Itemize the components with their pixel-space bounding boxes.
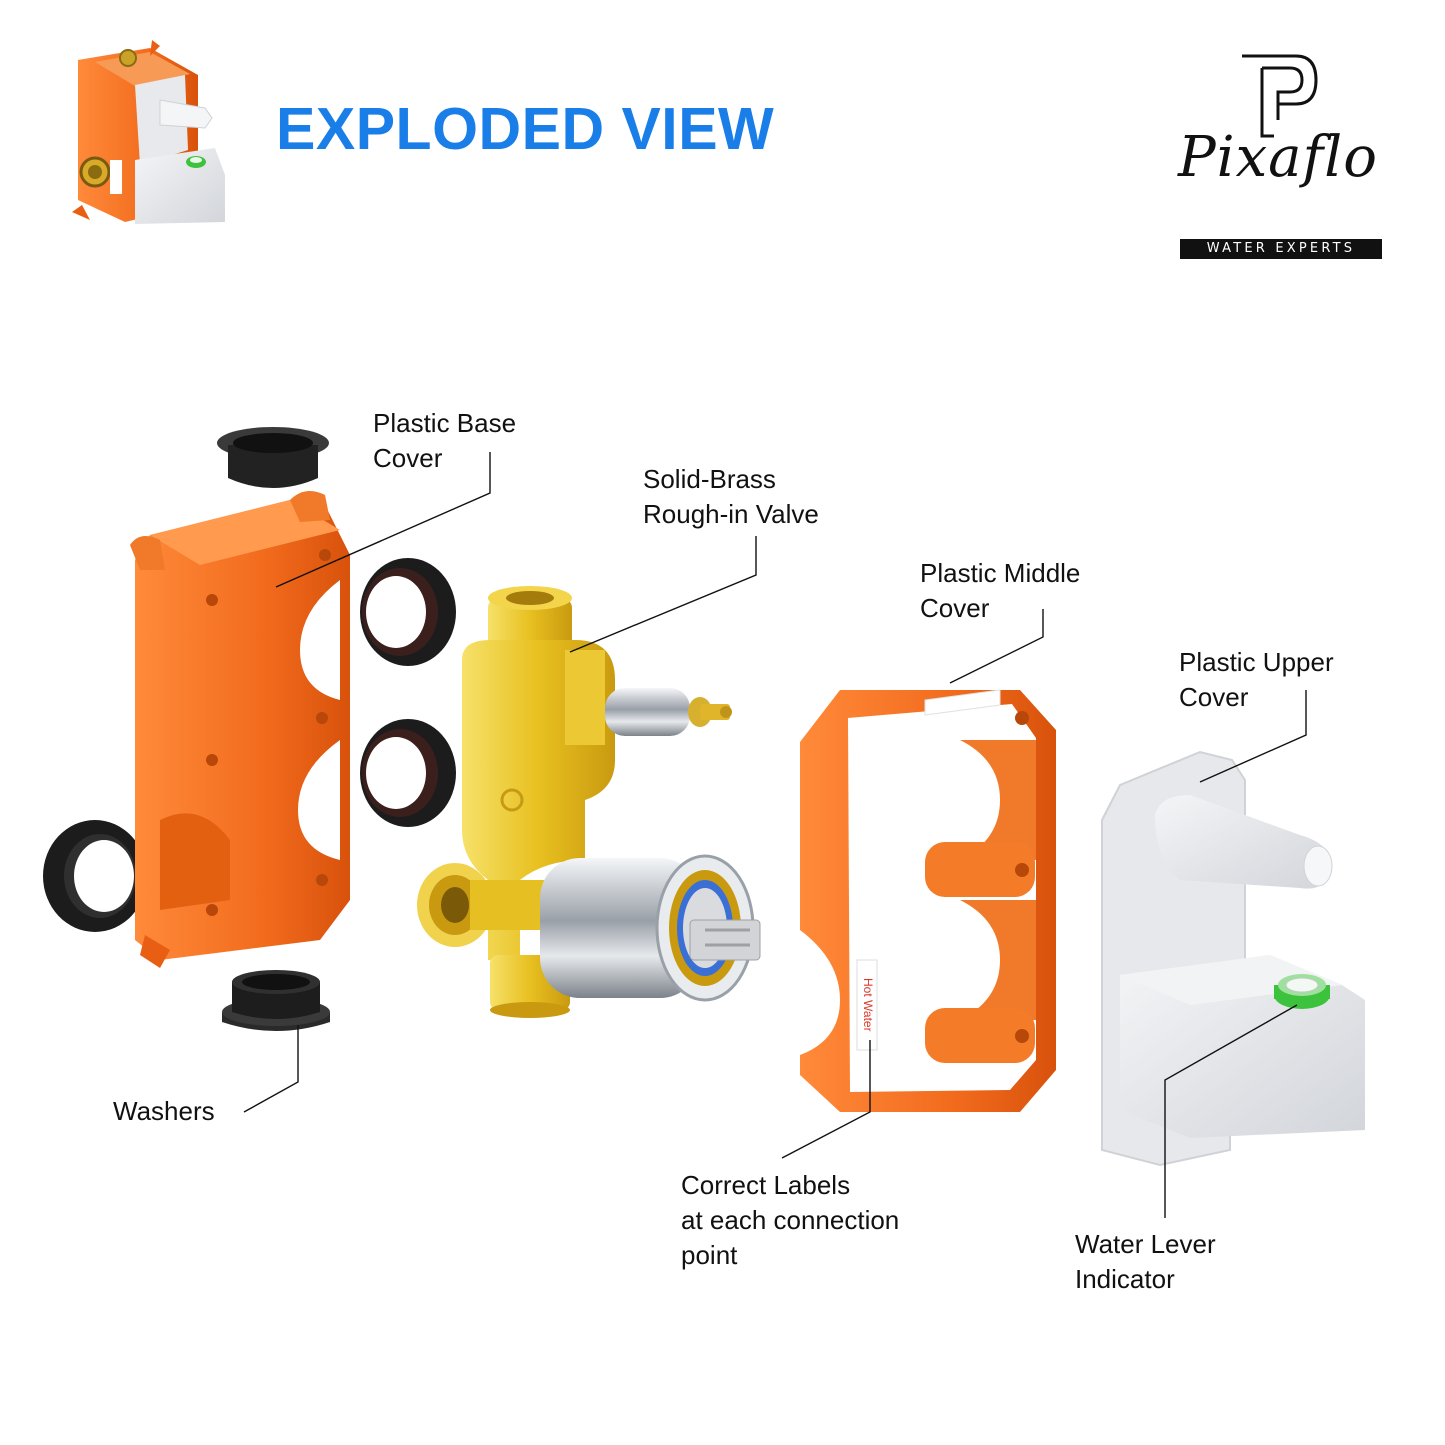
- plastic-upper-cover: [1101, 750, 1365, 1167]
- label-line: point: [681, 1240, 738, 1270]
- leader-lines: [243, 452, 1307, 1218]
- plastic-base-cover: [130, 491, 350, 968]
- label-water-level-indicator: Water Lever Indicator: [1075, 1227, 1216, 1297]
- washer-left: [43, 820, 147, 932]
- brand-tagline: WATER EXPERTS: [1180, 239, 1382, 259]
- label-line: at each connection: [681, 1205, 900, 1235]
- page-title: EXPLODED VIEW: [276, 96, 775, 162]
- label-line: Correct Labels: [681, 1170, 851, 1200]
- washer-upper-side: [360, 558, 456, 666]
- hot-water-label: Hot Water: [861, 978, 875, 1032]
- label-line: Cover: [1179, 682, 1249, 712]
- brand-name: Pixaflo: [1178, 125, 1378, 190]
- solid-brass-valve: [417, 586, 761, 1018]
- washer-bottom: [222, 970, 330, 1031]
- leader-correct-labels: [781, 1040, 871, 1159]
- washer-lower-side: [360, 719, 456, 827]
- leader-solid-brass-valve: [569, 536, 757, 653]
- leader-washers: [243, 1025, 299, 1113]
- product-thumbnail: [72, 40, 225, 224]
- label-solid-brass-valve: Solid-Brass Rough-in Valve: [643, 462, 819, 532]
- label-line: Solid-Brass: [643, 464, 776, 494]
- label-line: Plastic Middle: [920, 558, 1081, 588]
- label-plastic-middle-cover: Plastic Middle Cover: [920, 556, 1080, 626]
- plastic-middle-cover: [800, 675, 1056, 1112]
- label-line: Water Lever: [1075, 1229, 1216, 1259]
- pixaflo-logo-mark: [1242, 54, 1318, 138]
- label-line: Indicator: [1075, 1264, 1175, 1294]
- label-line: Rough-in Valve: [643, 499, 819, 529]
- leader-plastic-upper-cover: [1199, 690, 1307, 783]
- label-correct-labels: Correct Labels at each connection point: [681, 1168, 899, 1273]
- leader-plastic-base-cover: [275, 452, 491, 588]
- washer-top: [217, 427, 329, 488]
- label-plastic-upper-cover: Plastic Upper Cover: [1179, 645, 1334, 715]
- label-line: Washers: [113, 1096, 215, 1126]
- label-line: Cover: [920, 593, 990, 623]
- label-line: Cover: [373, 443, 443, 473]
- label-plastic-base-cover: Plastic Base Cover: [373, 406, 516, 476]
- leader-water-level-indicator: [1164, 1004, 1298, 1218]
- label-line: Plastic Base: [373, 408, 517, 438]
- label-line: Plastic Upper: [1179, 647, 1334, 677]
- leader-plastic-middle-cover: [949, 609, 1044, 684]
- label-washers: Washers: [113, 1094, 215, 1129]
